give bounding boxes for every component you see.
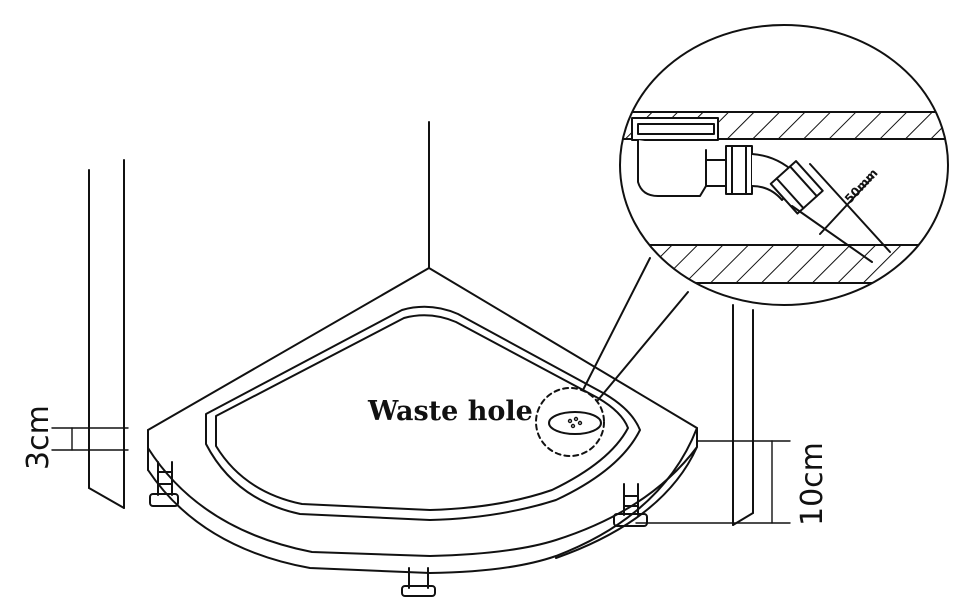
left-wall: [88, 159, 125, 509]
floor-gap-dimension: [51, 427, 129, 451]
tray-top-outline: [147, 267, 698, 574]
drain-icon: [567, 416, 583, 429]
waste-hole-label: Waste hole: [367, 396, 533, 427]
zoom-callout-line-lower: [597, 291, 689, 401]
drain-cover: [548, 411, 602, 435]
zoom-detail: [620, 111, 948, 284]
tray-leg-left: [149, 461, 179, 507]
zoom-circle: [619, 24, 949, 306]
tray-leg-right: [613, 483, 648, 527]
pipe-diameter-label: 50mm: [842, 166, 881, 206]
floor-gap-label: 3cm: [21, 405, 56, 470]
waste-hole-highlight: [535, 387, 605, 457]
tray-height-dimension: [635, 440, 791, 524]
tray-leg-front: [401, 567, 436, 597]
tray-basin-inner: [215, 314, 629, 511]
zoom-callout-line-upper: [582, 257, 651, 391]
tray-height-label: 10cm: [795, 442, 830, 526]
tray-basin-outer: [205, 305, 641, 521]
right-wall: [732, 304, 754, 526]
